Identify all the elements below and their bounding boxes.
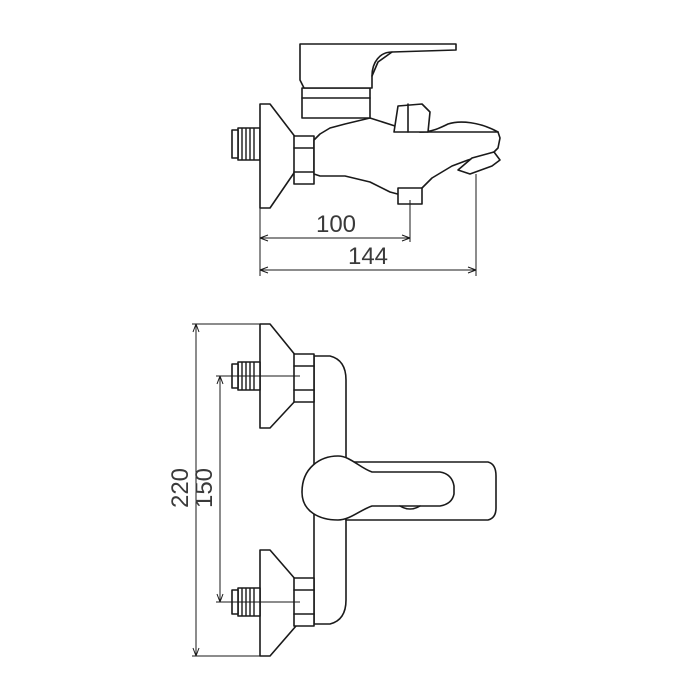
side-view: 100 144 [231, 43, 501, 276]
dim-label-150: 150 [191, 468, 218, 508]
side-hex-nut [293, 135, 315, 185]
dim-label-144: 144 [348, 243, 388, 270]
front-handle-lever [301, 455, 455, 521]
front-dimension-lines [192, 323, 300, 657]
front-lower-inlet [231, 549, 315, 657]
side-inlet-thread [231, 127, 261, 161]
side-handle-lever [299, 43, 457, 119]
dim-label-100: 100 [316, 211, 356, 238]
side-dimension-lines [259, 174, 477, 276]
side-diverter-knob [393, 103, 431, 133]
side-wall-flange [259, 103, 297, 209]
dim-label-220: 220 [167, 468, 194, 508]
side-spout-aerator [457, 151, 501, 175]
front-view: 220 150 [167, 323, 497, 657]
